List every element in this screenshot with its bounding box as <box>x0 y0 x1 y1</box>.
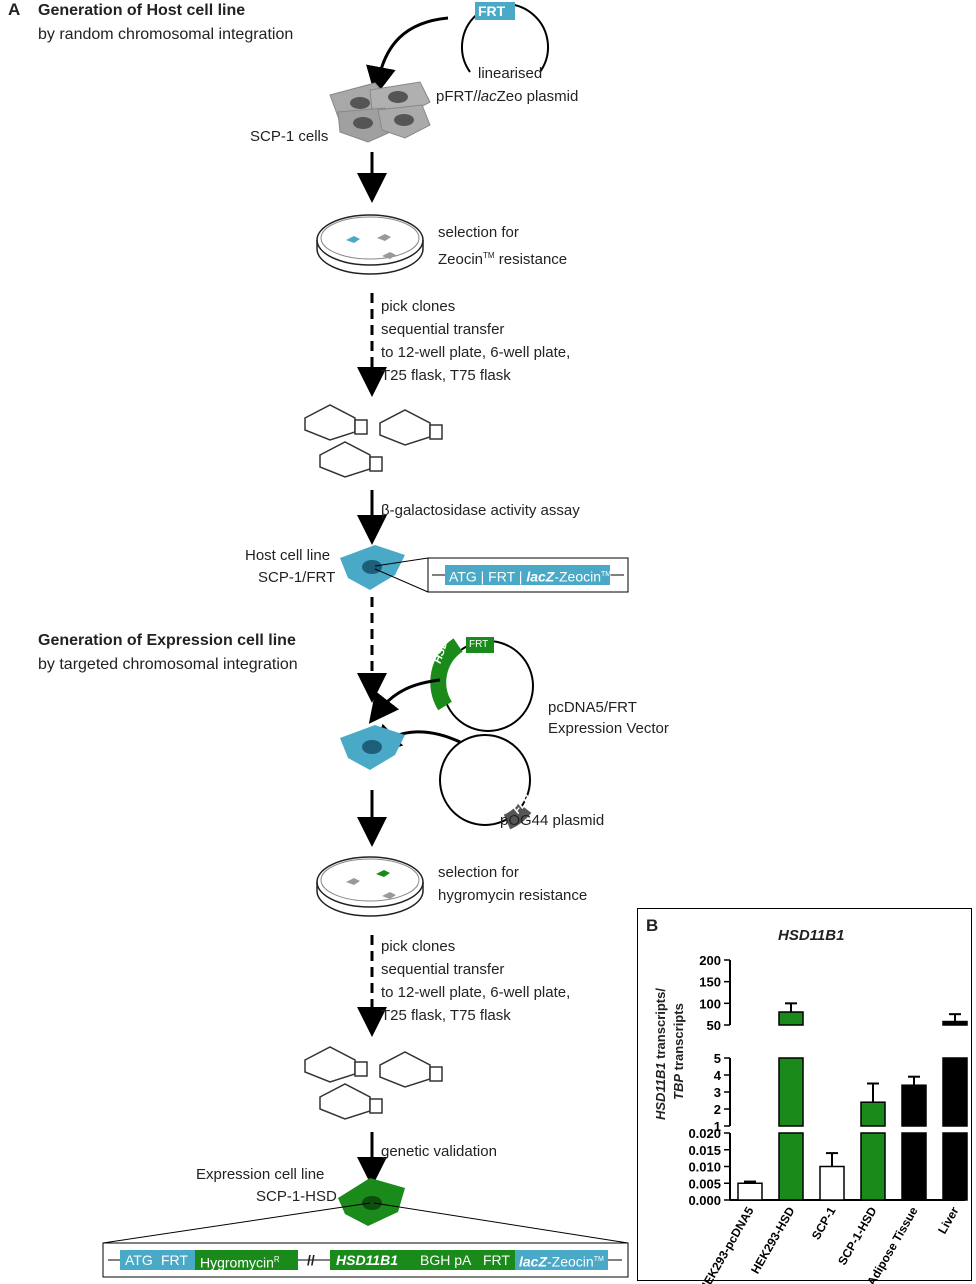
vector-frt-label: FRT <box>469 639 489 650</box>
pog44-label: pOG44 plasmid <box>500 812 605 829</box>
host-label-2: SCP-1/FRT <box>258 569 336 586</box>
vector-label-2: Expression Vector <box>548 720 669 737</box>
hygro-sel-line2: hygromycin resistance <box>438 887 588 904</box>
expr-frt1: FRT <box>161 1252 188 1268</box>
section1-title: Generation of Host cell line <box>38 2 246 19</box>
chart-ylabel-1: HSD11B1 transcripts/ <box>653 988 668 1120</box>
zeocin-sel-line2: ZeocinTM resistance <box>438 251 568 268</box>
section2-subtitle: by targeted chromosomal integration <box>38 656 298 673</box>
arrow-plasmid-to-cells <box>366 16 449 97</box>
host-cell-icon <box>340 545 405 590</box>
pick2-line4: T25 flask, T75 flask <box>381 1007 511 1024</box>
flasks-group-2 <box>304 1046 443 1120</box>
petri-dish-hygromycin <box>316 856 424 917</box>
expr-atg: ATG <box>125 1252 153 1268</box>
assay-label: β-galactosidase activity assay <box>381 502 580 519</box>
pick1-line1: pick clones <box>381 298 456 315</box>
plasmid1-label-1: linearised <box>478 65 543 82</box>
section1-subtitle: by random chromosomal integration <box>38 26 294 43</box>
expr-bgh: BGH pA <box>420 1252 472 1268</box>
vector-label-1: pcDNA5/FRT <box>548 699 637 716</box>
expr-gene: HSD11B1 <box>336 1252 398 1268</box>
zeocin-sel-line1: selection for <box>438 224 519 241</box>
validation-label: genetic validation <box>381 1143 497 1160</box>
expr-label-2: SCP-1-HSD <box>256 1188 337 1205</box>
expr-label-1: Expression cell line <box>196 1166 325 1183</box>
chart-title: HSD11B1 <box>778 927 845 944</box>
transfected-cell-icon <box>340 725 405 770</box>
pick1-line3: to 12-well plate, 6-well plate, <box>381 344 571 361</box>
pick1-line2: sequential transfer <box>381 321 505 338</box>
frt-tag: FRT <box>478 3 506 19</box>
expr-frt2: FRT <box>483 1252 510 1268</box>
pick2-line2: sequential transfer <box>381 961 505 978</box>
expr-break: // <box>307 1252 315 1268</box>
host-label-1: Host cell line <box>245 547 331 564</box>
petri-dish-zeocin <box>316 214 424 275</box>
expr-lacz: lacZ-ZeocinTM <box>519 1253 604 1270</box>
panel-b-frame <box>637 908 972 1281</box>
plasmid-pog44 <box>439 734 531 826</box>
flasks-group-1 <box>304 404 443 478</box>
expr-hygro: HygromycinR <box>200 1254 280 1271</box>
pick2-line3: to 12-well plate, 6-well plate, <box>381 984 571 1001</box>
expression-cell-icon <box>338 1178 405 1226</box>
scp1-cells-icon <box>329 81 431 143</box>
plasmid1-label-2: pFRT/lacZeo plasmid <box>436 88 579 105</box>
scp1-cells-label: SCP-1 cells <box>250 128 329 145</box>
pick2-line1: pick clones <box>381 938 456 955</box>
pick1-line4: T25 flask, T75 flask <box>381 367 511 384</box>
section2-title: Generation of Expression cell line <box>38 632 296 649</box>
panel-a-letter: A <box>8 0 21 19</box>
hygro-sel-line1: selection for <box>438 864 519 881</box>
host-construct-text: ATG | FRT | lacZ-ZeocinTM <box>449 568 612 585</box>
chart-ylabel-2: TBP transcripts <box>671 1003 686 1100</box>
frt-tag-box <box>475 2 515 20</box>
arrow-vector-to-cell <box>368 678 441 724</box>
panel-b-letter: B <box>646 916 659 935</box>
